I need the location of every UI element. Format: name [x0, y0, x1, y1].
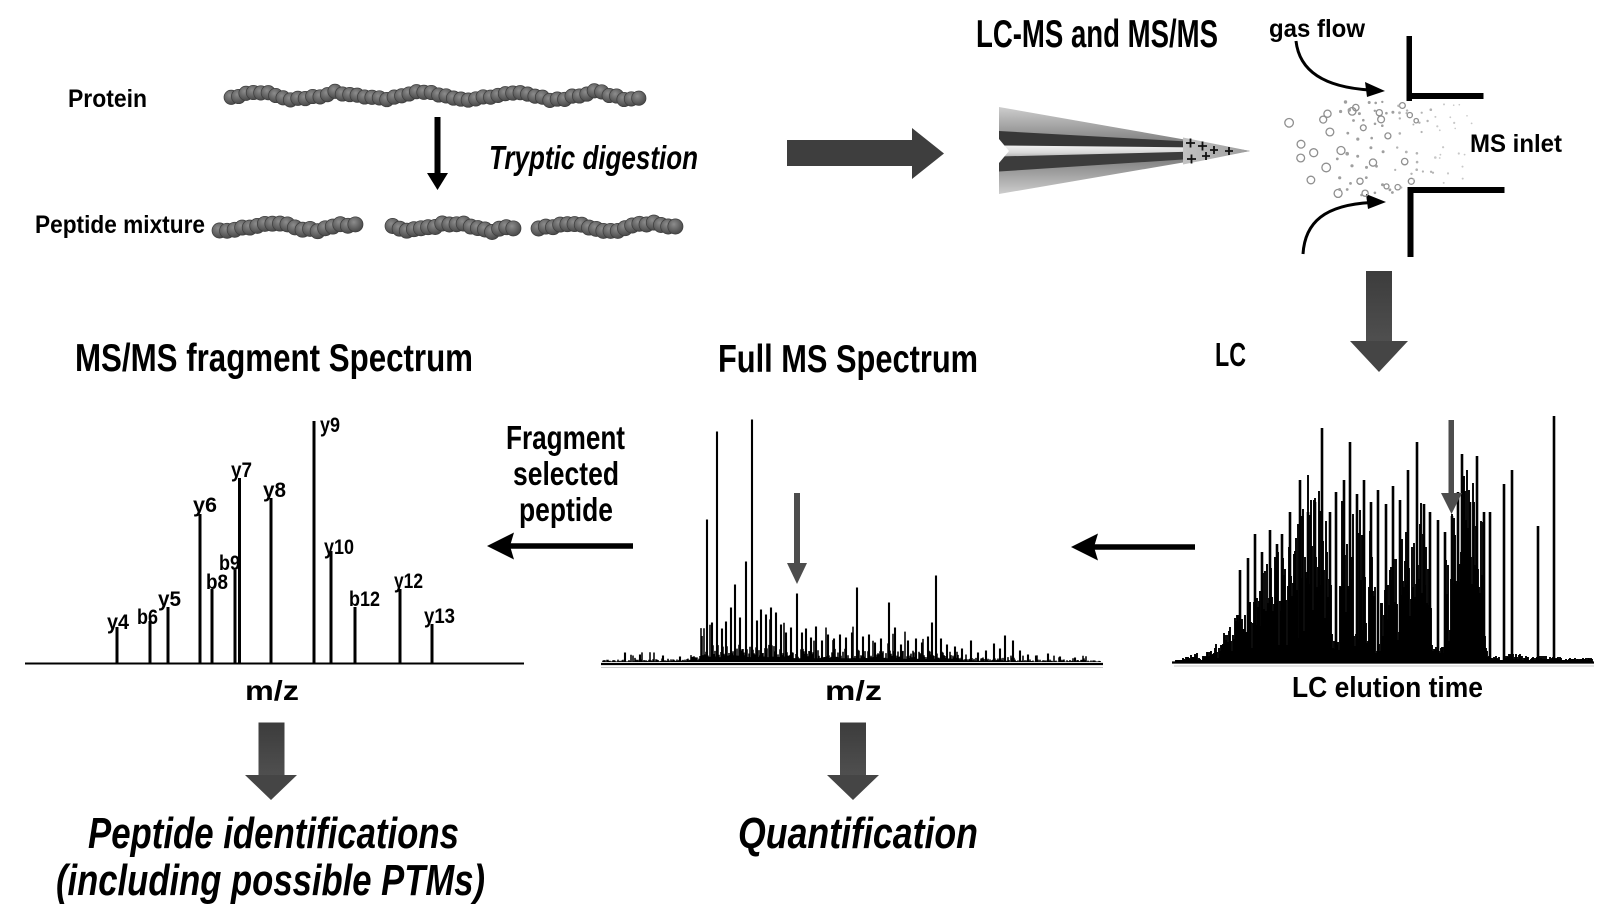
svg-text:y6: y6 — [193, 494, 217, 517]
svg-text:(including possible PTMs): (including possible PTMs) — [56, 856, 485, 905]
svg-text:m/z: m/z — [825, 675, 882, 706]
svg-text:MS inlet: MS inlet — [1470, 130, 1563, 158]
svg-text:LC: LC — [1215, 336, 1246, 373]
svg-text:MS/MS fragment Spectrum: MS/MS fragment Spectrum — [75, 337, 473, 380]
svg-text:y9: y9 — [320, 414, 340, 437]
svg-text:LC elution time: LC elution time — [1292, 672, 1483, 704]
svg-text:m/z: m/z — [245, 675, 299, 706]
svg-text:peptide: peptide — [519, 491, 613, 528]
svg-text:b6: b6 — [137, 606, 158, 629]
svg-text:b8: b8 — [206, 571, 228, 594]
svg-text:y4: y4 — [107, 611, 129, 634]
svg-text:Fragment: Fragment — [506, 419, 625, 456]
svg-text:y7: y7 — [231, 459, 252, 482]
svg-text:y10: y10 — [324, 536, 354, 559]
svg-text:selected: selected — [513, 455, 619, 492]
svg-text:Peptide mixture: Peptide mixture — [35, 211, 205, 239]
svg-text:Tryptic digestion: Tryptic digestion — [489, 139, 698, 176]
svg-text:Protein: Protein — [68, 85, 147, 113]
svg-text:Peptide identifications: Peptide identifications — [88, 809, 459, 858]
svg-text:y5: y5 — [158, 588, 181, 611]
svg-text:Full MS Spectrum: Full MS Spectrum — [718, 338, 978, 381]
svg-text:b12: b12 — [349, 588, 380, 611]
svg-text:gas flow: gas flow — [1269, 15, 1366, 43]
svg-text:b9: b9 — [219, 552, 240, 575]
svg-text:y13: y13 — [424, 605, 455, 628]
svg-text:y12: y12 — [394, 570, 423, 593]
svg-text:Quantification: Quantification — [738, 809, 978, 858]
svg-text:LC-MS and MS/MS: LC-MS and MS/MS — [976, 13, 1218, 56]
svg-text:y8: y8 — [263, 479, 286, 502]
